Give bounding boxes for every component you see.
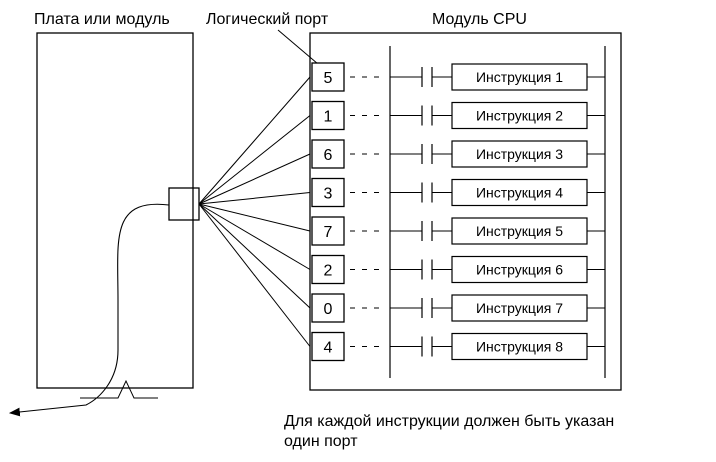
port-number: 2: [324, 263, 333, 280]
port-number: 1: [324, 109, 333, 126]
instruction-box: [451, 140, 588, 168]
ladder-row: 1 Инструкция 2: [198, 100, 605, 205]
ladder-row: 7 Инструкция 5: [198, 203, 605, 246]
port-box: [311, 293, 345, 323]
port-number: 7: [324, 224, 333, 241]
port-box: [311, 216, 345, 246]
ladder-row: 0 Инструкция 7: [198, 203, 605, 323]
port-box: [311, 139, 345, 169]
port-fan-line: [198, 203, 311, 270]
note: Для каждой инструкции должен быть указан…: [284, 412, 716, 452]
cable: [8, 203, 170, 417]
port-number: 5: [324, 70, 333, 87]
ladder-row: 4 Инструкция 8: [198, 203, 605, 362]
instruction-label: Инструкция 5: [476, 223, 563, 239]
logical-port-leader-line: [277, 29, 319, 65]
instruction-box: [451, 332, 588, 361]
cpu-module-box: [309, 32, 622, 391]
instruction-label: Инструкция 6: [476, 262, 563, 278]
board-module-box: [36, 32, 194, 389]
instruction-box: [451, 101, 588, 130]
port-fan-line: [198, 115, 311, 205]
port-fan-line: [198, 76, 311, 205]
port-fan-line: [198, 203, 311, 347]
instruction-label: Инструкция 7: [476, 300, 563, 316]
port-fan-line: [198, 153, 311, 205]
ladder-row: 3 Инструкция 4: [198, 177, 605, 208]
ladder-row: 6 Инструкция 3: [198, 139, 605, 205]
port-box: [311, 254, 345, 285]
instruction-label: Инструкция 3: [476, 146, 563, 162]
note-line-1: Для каждой инструкции должен быть указан: [284, 413, 615, 430]
port-fan-line: [198, 203, 311, 309]
logical-port-label: Логический порт: [206, 11, 329, 28]
instruction-box: [451, 178, 588, 207]
port-fan-line: [198, 203, 311, 232]
port-box: [311, 100, 345, 131]
board-module-label: Плата или модуль: [34, 11, 170, 28]
cpu-module-label: Модуль CPU: [432, 11, 527, 28]
instruction-box: [451, 217, 588, 245]
ladder-row: 5 Инструкция 1: [198, 62, 605, 205]
port-number: 3: [324, 186, 333, 203]
port-number: 0: [324, 301, 333, 318]
connector: [168, 187, 200, 221]
port-box: [311, 62, 345, 92]
instruction-box: [451, 294, 588, 322]
note-line-2: один порт: [284, 433, 358, 450]
signal-pulse: [80, 379, 158, 399]
port-box: [311, 177, 345, 208]
instruction-label: Инструкция 1: [476, 69, 563, 85]
instruction-label: Инструкция 4: [476, 185, 563, 201]
port-number: 4: [324, 340, 333, 357]
instruction-box: [451, 255, 588, 284]
port-box: [311, 331, 345, 362]
ladder-row: 2 Инструкция 6: [198, 203, 605, 285]
port-number: 6: [324, 147, 333, 164]
port-fan-line: [198, 192, 311, 205]
instruction-label: Инструкция 8: [476, 339, 563, 355]
instruction-label: Инструкция 2: [476, 108, 563, 124]
